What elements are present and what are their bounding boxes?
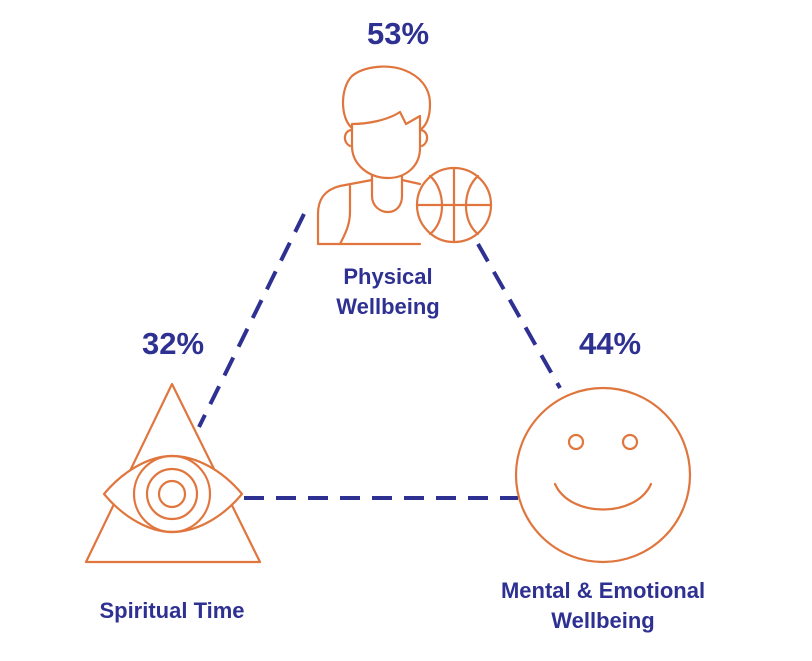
mental-label-line1: Mental & Emotional: [500, 578, 706, 603]
spiritual-percent: 32%: [141, 326, 205, 361]
spiritual-label: Spiritual Time: [99, 598, 245, 623]
smiley-face-icon: [514, 386, 692, 564]
basketball-icon: [415, 166, 493, 244]
physical-label: Physical Wellbeing: [298, 262, 478, 322]
physical-label-line2: Wellbeing: [336, 294, 440, 319]
physical-label-line1: Physical: [343, 264, 433, 289]
physical-percent: 53%: [366, 16, 430, 51]
athlete-with-basketball-icon: [316, 65, 432, 246]
connector-physical-spiritual: [197, 213, 306, 428]
connector-physical-mental: [476, 243, 562, 389]
eye-in-triangle-icon: [84, 382, 262, 564]
mental-label-line2: Wellbeing: [551, 608, 655, 633]
mental-percent: 44%: [578, 326, 642, 361]
mental-label: Mental & Emotional Wellbeing: [462, 576, 744, 636]
connector-lines: [197, 213, 562, 500]
